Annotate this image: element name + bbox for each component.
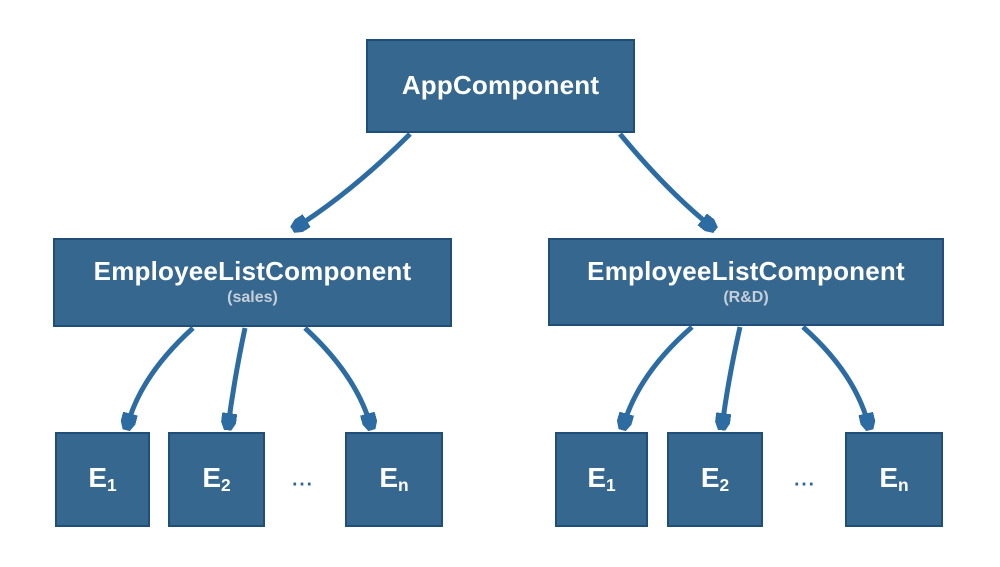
arrow-sales-to-en: [303, 326, 371, 427]
node-employee-list-rd-sublabel: (R&D): [723, 288, 769, 306]
node-employee-list-sales: EmployeeListComponent (sales): [53, 238, 452, 327]
leaf-label-subscript: 1: [107, 475, 117, 496]
ellipsis-sales: ...: [292, 469, 314, 491]
leaf-rd-e2: E2: [667, 432, 763, 527]
leaf-label-subscript: n: [398, 475, 409, 496]
leaf-rd-e1: E1: [555, 432, 648, 527]
arrow-sales-to-e2: [228, 327, 248, 427]
arrow-app-to-sales: [295, 132, 412, 228]
ellipsis-rd: ...: [794, 469, 816, 491]
leaf-sales-e1-label: E1: [88, 464, 116, 494]
leaf-sales-e2: E2: [168, 432, 265, 527]
leaf-rd-e1-label: E1: [587, 464, 615, 494]
arrow-rd-to-e2: [722, 326, 743, 427]
arrow-app-to-rd: [618, 132, 713, 228]
leaf-rd-en: En: [845, 432, 943, 527]
node-employee-list-sales-sublabel: (sales): [227, 289, 278, 307]
node-employee-list-rd-label: EmployeeListComponent: [587, 255, 905, 286]
leaf-sales-en: En: [345, 432, 443, 527]
leaf-sales-e1: E1: [55, 432, 150, 527]
leaf-label-base: E: [879, 462, 899, 494]
leaf-label-base: E: [88, 462, 108, 494]
leaf-rd-e2-label: E2: [701, 464, 729, 494]
arrow-sales-to-e1: [127, 326, 195, 427]
node-employee-list-rd: EmployeeListComponent (R&D): [548, 238, 944, 326]
arrow-rd-to-e1: [623, 325, 694, 427]
leaf-rd-en-label: En: [879, 464, 908, 494]
leaf-label-subscript: 1: [606, 475, 616, 496]
node-employee-list-sales-label: EmployeeListComponent: [93, 256, 412, 287]
leaf-label-base: E: [202, 462, 222, 494]
leaf-label-subscript: 2: [221, 475, 231, 496]
leaf-label-subscript: 2: [719, 475, 730, 496]
leaf-label-base: E: [587, 462, 607, 494]
leaf-sales-en-label: En: [379, 464, 408, 494]
node-app-component: AppComponent: [366, 39, 635, 133]
leaf-sales-e2-label: E2: [202, 464, 230, 494]
node-app-component-label: AppComponent: [401, 70, 600, 101]
leaf-label-subscript: n: [898, 475, 909, 496]
arrow-rd-to-en: [801, 325, 869, 427]
leaf-label-base: E: [700, 462, 720, 494]
leaf-label-base: E: [379, 462, 399, 494]
